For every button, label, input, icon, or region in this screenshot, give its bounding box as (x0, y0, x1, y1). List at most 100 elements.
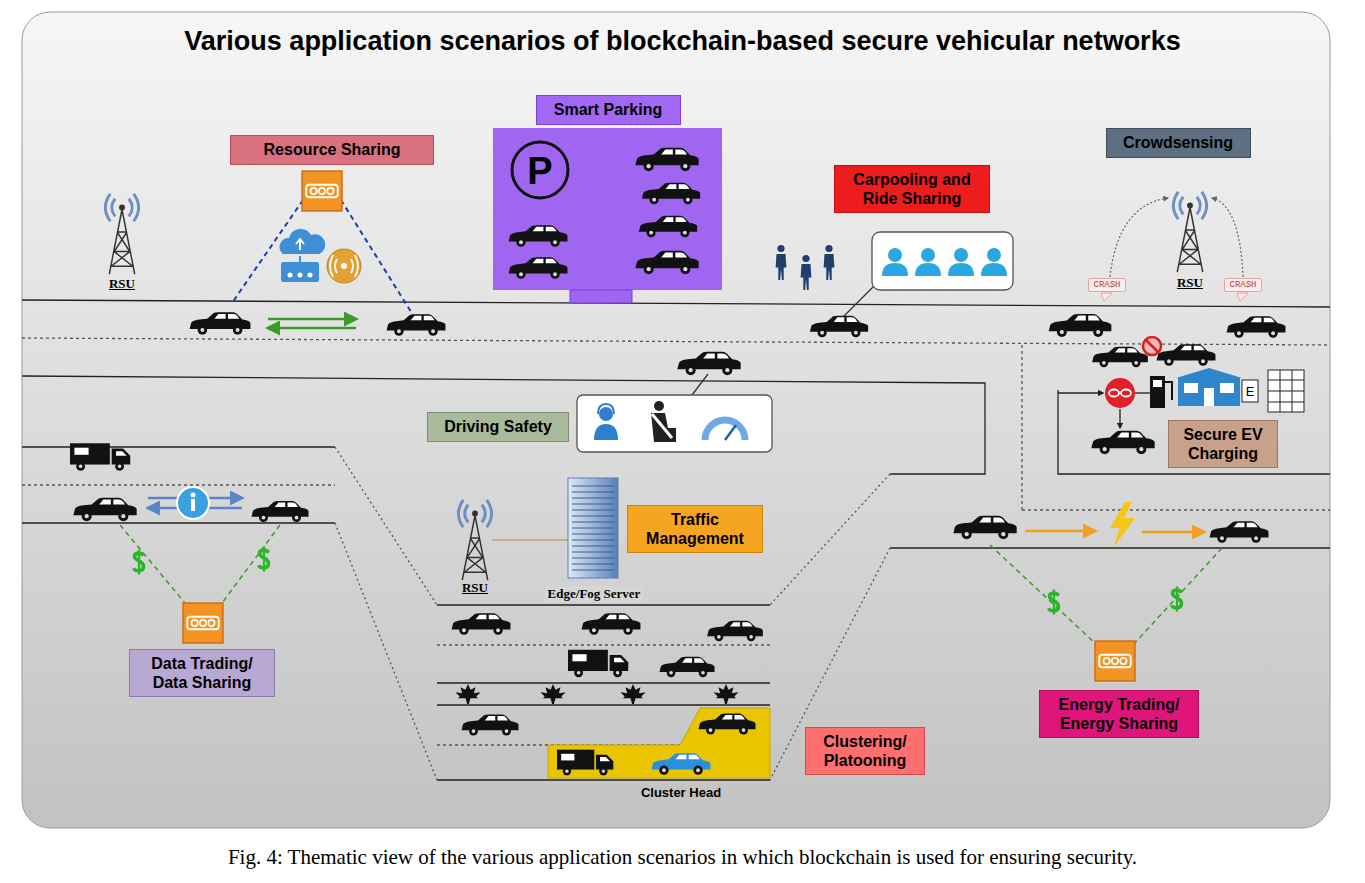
rsu-tower (1173, 192, 1206, 272)
carpool-scene (810, 316, 868, 337)
carpool-scene (915, 248, 941, 276)
parking-lot (570, 290, 632, 303)
driving-safety-scene (652, 414, 672, 438)
parking-lot (509, 225, 568, 247)
highway-scene (452, 613, 770, 778)
energy-trading-scene (1095, 641, 1135, 681)
ev-charging-scene (1178, 378, 1240, 406)
parking-lot (512, 142, 568, 198)
resource-sharing-scene (268, 327, 356, 330)
rsu-label: RSU (1177, 275, 1203, 291)
road-lines (437, 644, 770, 645)
resource-sharing-scene (268, 318, 356, 321)
crowdsensing-scene (1212, 198, 1243, 277)
road-lines (22, 376, 985, 474)
application-label-box: Resource Sharing (230, 135, 434, 164)
parking-lot (493, 128, 722, 303)
crowdsensing-scene (1237, 293, 1248, 301)
label-text: Traffic Management (636, 510, 754, 548)
ev-charging-scene (1242, 380, 1258, 402)
road-lines (770, 474, 890, 605)
road-lines (22, 522, 335, 523)
application-label-box: Crowdsensing (1106, 128, 1251, 157)
traffic-management-scene (568, 478, 618, 578)
data-trading-scene (183, 603, 223, 643)
highway-scene (652, 753, 711, 775)
energy-trading-scene (953, 502, 1268, 681)
highway-scene (621, 684, 646, 704)
label-text: Data Trading/ Data Sharing (138, 654, 266, 692)
road-lines (890, 547, 1330, 548)
label-text: CRASH (1093, 280, 1120, 291)
resource-sharing-scene (288, 273, 293, 278)
carpool-scene (776, 245, 787, 280)
application-label-box: Data Trading/ Data Sharing (129, 649, 275, 697)
highway-scene (699, 714, 756, 735)
data-trading-scene (70, 443, 309, 643)
road-lines (1021, 345, 1022, 510)
highway-scene (568, 650, 628, 677)
ev-charging-scene (1105, 378, 1135, 408)
highway-scene (452, 613, 511, 635)
energy-trading-scene (1110, 502, 1135, 548)
energy-trading-scene (1049, 589, 1059, 614)
label-text: Carpooling and Ride Sharing (843, 170, 981, 208)
label-text: CRASH (1229, 280, 1256, 291)
resource-sharing-scene (302, 171, 342, 211)
crowdsensing-scene (1049, 198, 1286, 367)
energy-trading-scene (1172, 586, 1182, 611)
ev-charging-scene (1176, 368, 1242, 378)
energy-trading-scene (1133, 548, 1222, 645)
energy-trading-scene (1210, 521, 1269, 543)
crowdsensing-scene (1146, 340, 1158, 352)
road-lines (22, 446, 335, 447)
crowdsensing-scene (1227, 316, 1286, 338)
data-trading-scene (252, 501, 309, 522)
ev-charging-scene (1121, 390, 1131, 397)
highway-scene (456, 684, 481, 704)
driving-safety-scene (654, 401, 664, 411)
data-trading-scene (70, 443, 130, 470)
parking-lot (509, 257, 568, 279)
driving-safety-scene (577, 352, 772, 452)
application-label-box: Traffic Management (627, 505, 763, 553)
application-label-box: Secure EV Charging (1168, 420, 1278, 468)
driving-safety-scene (725, 425, 736, 440)
energy-trading-scene (1025, 530, 1095, 533)
highway-scene (714, 684, 739, 704)
crowdsensing-scene (1110, 198, 1168, 277)
ev-charging-scene (1153, 380, 1162, 387)
resource-sharing-scene (190, 312, 251, 334)
alert-bubble: CRASH (1088, 278, 1125, 293)
label-text: Clustering/ Platooning (814, 732, 916, 770)
highway-scene (548, 708, 770, 778)
rsu-label: RSU (462, 580, 488, 596)
highway-scene (707, 621, 763, 642)
label-text: Crowdsensing (1115, 133, 1242, 152)
road-lines (437, 779, 770, 780)
road-lines (1022, 509, 1330, 510)
ev-charging-scene (1119, 409, 1120, 428)
crowdsensing-scene (1101, 293, 1112, 301)
ev-charging-scene (1220, 383, 1234, 393)
data-trading-scene (177, 487, 209, 519)
highway-scene (557, 750, 613, 776)
parking-lot (493, 128, 722, 290)
data-trading-scene (120, 525, 185, 603)
driving-safety-scene (705, 420, 745, 440)
carpool-scene (824, 245, 835, 280)
rsu-tower (458, 500, 491, 580)
resource-sharing-scene (341, 263, 347, 269)
energy-trading-scene (990, 545, 1097, 645)
application-label-box: Clustering/ Platooning (805, 727, 925, 775)
road-lines (437, 704, 770, 705)
highway-scene (541, 684, 566, 704)
parking-lot (635, 148, 698, 171)
carpool-scene (776, 232, 1013, 337)
application-label-box: Driving Safety (427, 412, 569, 441)
crowdsensing-scene (1143, 337, 1161, 355)
crowdsensing-scene (1049, 314, 1112, 337)
driving-safety-scene (677, 352, 740, 375)
resource-sharing-scene (330, 255, 358, 277)
crowdsensing-scene (1157, 344, 1216, 366)
